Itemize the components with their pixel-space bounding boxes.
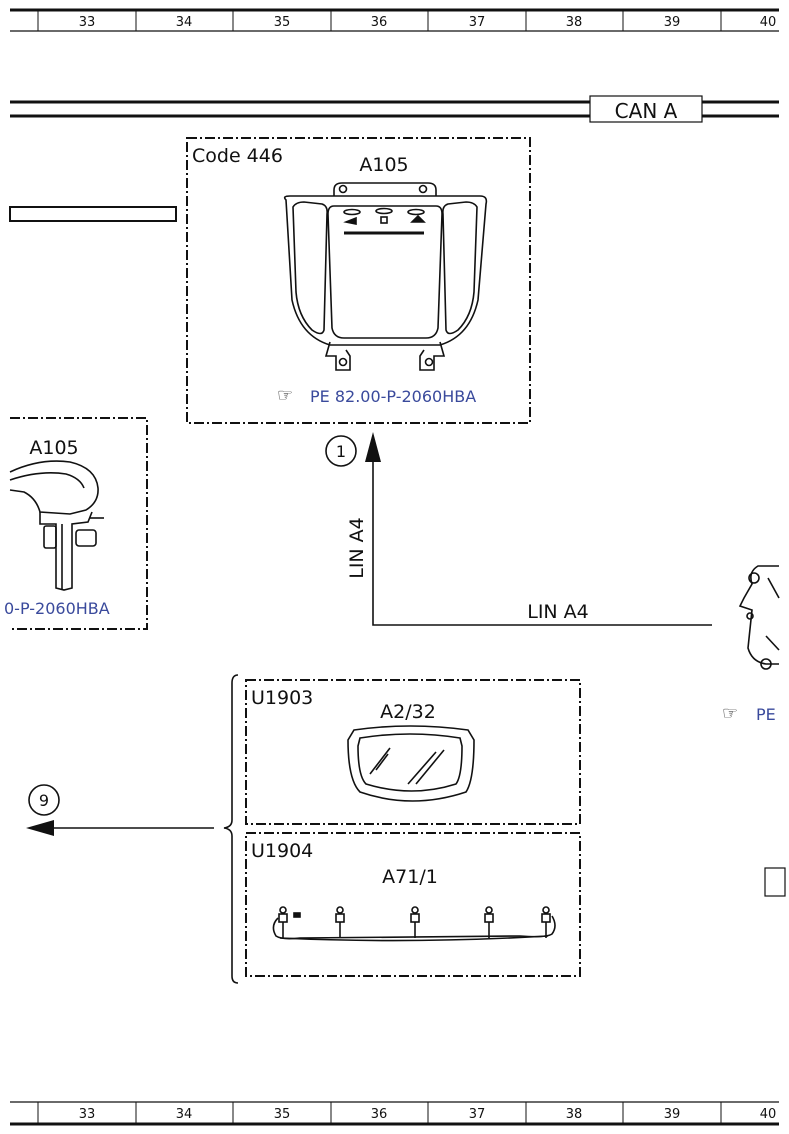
ruler-bottom-col-40: 40 [760, 1107, 777, 1122]
left-bus-stub [9, 206, 177, 222]
marker-1-label: 1 [336, 442, 346, 461]
lin-a4-vertical-label: LIN A4 [346, 517, 368, 579]
right-ref-link[interactable]: PE [756, 705, 776, 724]
left-box-ref-link[interactable]: 0-P-2060HBA [4, 599, 110, 618]
marker-9-label: 9 [39, 791, 49, 810]
u1903-code: U1903 [251, 687, 313, 709]
can-a-bus: CAN A [10, 95, 779, 123]
ruler-top-col-35: 35 [274, 15, 291, 30]
top-box-ref-link[interactable]: PE 82.00-P-2060HBA [310, 387, 476, 406]
u1904-code: U1904 [251, 840, 313, 862]
bottom-ruler: 33 34 35 36 37 38 39 40 [10, 1101, 779, 1126]
right-ref-icon: ☞ [722, 703, 738, 724]
ruler-bottom-col-36: 36 [371, 1107, 388, 1122]
group-brace [223, 674, 239, 984]
ruler-bottom-col-33: 33 [79, 1107, 96, 1122]
top-box-ref-icon: ☞ [277, 385, 293, 406]
right-partial-component [738, 565, 780, 670]
top-component-box: Code 446 A105 ☞ PE 82.00-P-2060HBA [186, 137, 531, 424]
washer-nozzle-rail-drawing [272, 906, 556, 942]
left-box-component: A105 [29, 437, 78, 459]
u1904-box: U1904 A71/1 [245, 832, 581, 977]
ruler-bottom-col-37: 37 [469, 1107, 486, 1122]
ruler-top-col-40: 40 [760, 15, 777, 30]
marker-1: 1 [325, 435, 357, 467]
ruler-bottom-col-34: 34 [176, 1107, 193, 1122]
left-component-drawing [9, 460, 104, 591]
windscreen-drawing [347, 725, 475, 802]
ruler-bottom-col-38: 38 [566, 1107, 583, 1122]
ruler-top-col-39: 39 [664, 15, 681, 30]
lin-a4-horizontal-label: LIN A4 [527, 601, 589, 623]
ruler-top-col-36: 36 [371, 15, 388, 30]
ruler-bottom-col-39: 39 [664, 1107, 681, 1122]
u1903-box: U1903 A2/32 [245, 679, 581, 825]
top-box-code: Code 446 [192, 145, 283, 167]
can-a-label: CAN A [615, 99, 678, 123]
right-partial-box [764, 867, 786, 897]
top-ruler: 33 34 35 36 37 38 39 40 [10, 8, 779, 32]
ruler-top-col-34: 34 [176, 15, 193, 30]
group-output-arrow [26, 820, 214, 836]
ruler-bottom-col-35: 35 [274, 1107, 291, 1122]
ruler-top-col-37: 37 [469, 15, 486, 30]
u1903-component: A2/32 [380, 701, 436, 723]
left-component-box: A105 0-P-2060HBA [4, 417, 148, 630]
ruler-top-col-33: 33 [79, 15, 96, 30]
lin-a4-connection: LIN A4 LIN A4 [346, 432, 712, 626]
overhead-control-panel-drawing [283, 182, 488, 371]
u1904-component: A71/1 [382, 866, 438, 888]
ruler-top-col-38: 38 [566, 15, 583, 30]
marker-9: 9 [28, 784, 60, 816]
top-box-component: A105 [359, 154, 408, 176]
